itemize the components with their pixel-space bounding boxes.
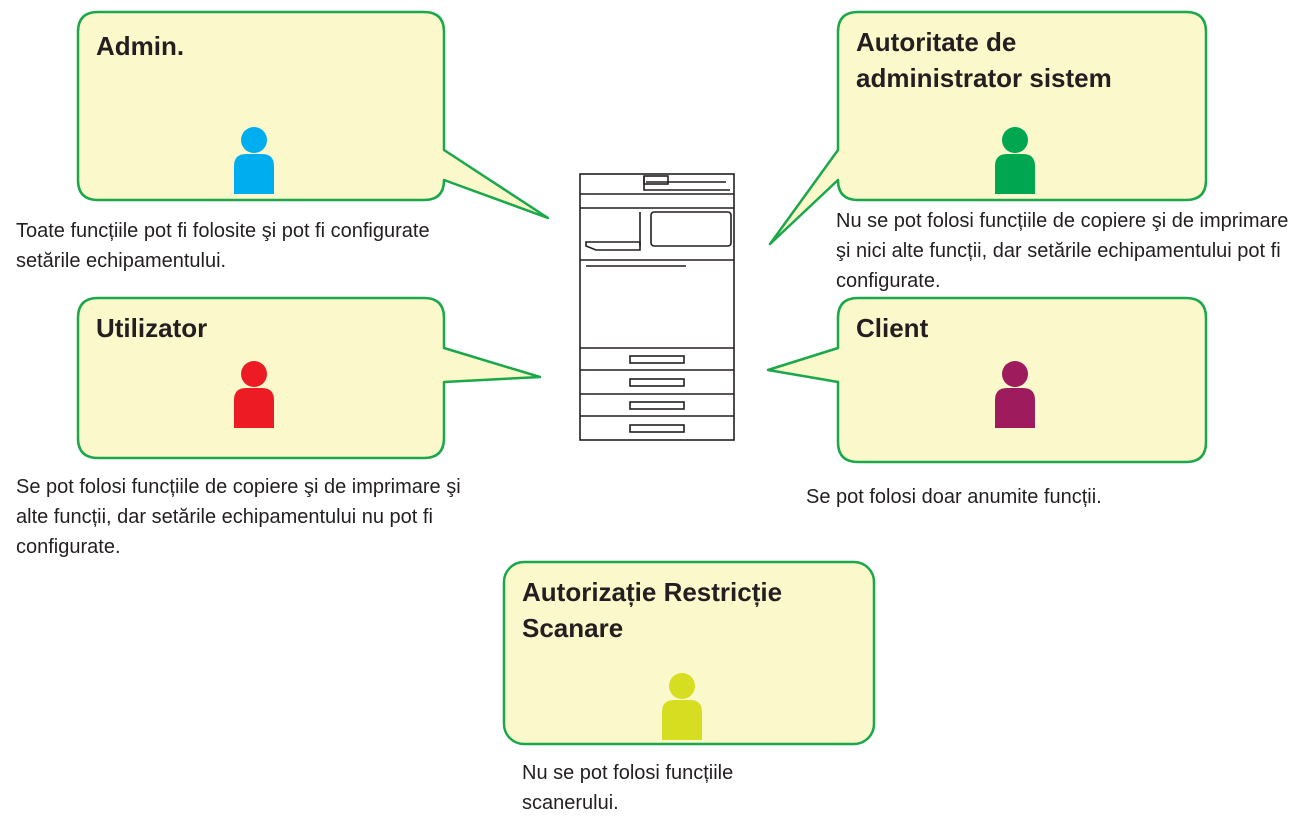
guest-person-icon	[995, 361, 1035, 428]
user-description: Se pot folosi funcțiile de copiere şi de…	[16, 476, 461, 558]
system-admin-person-icon	[995, 127, 1035, 194]
scan-restriction-description: Nu se pot folosi funcțiile scanerului.	[522, 762, 734, 814]
admin-title: Admin.	[96, 31, 185, 61]
system-admin-bubble	[768, 10, 1208, 246]
admin-person-icon	[234, 127, 274, 194]
admin-bubble	[76, 10, 550, 220]
scan-restriction-title: Autorizație Restricție Scanare	[522, 577, 783, 643]
guest-title: Client	[856, 313, 929, 343]
multifunction-printer-icon	[579, 173, 735, 441]
system-admin-description: Nu se pot folosi funcțiile de copiere şi…	[836, 210, 1289, 292]
user-title: Utilizator	[96, 313, 208, 343]
user-person-icon	[234, 361, 274, 428]
guest-bubble	[766, 296, 1208, 464]
admin-description: Toate funcțiile pot fi folosite şi pot f…	[16, 220, 430, 272]
scan-restriction-bubble	[502, 560, 876, 746]
guest-description: Se pot folosi doar anumite funcții.	[806, 486, 1102, 508]
scan-restriction-person-icon	[662, 673, 702, 740]
system-admin-title: Autoritate de administrator sistem	[856, 27, 1112, 93]
user-bubble	[76, 296, 542, 460]
